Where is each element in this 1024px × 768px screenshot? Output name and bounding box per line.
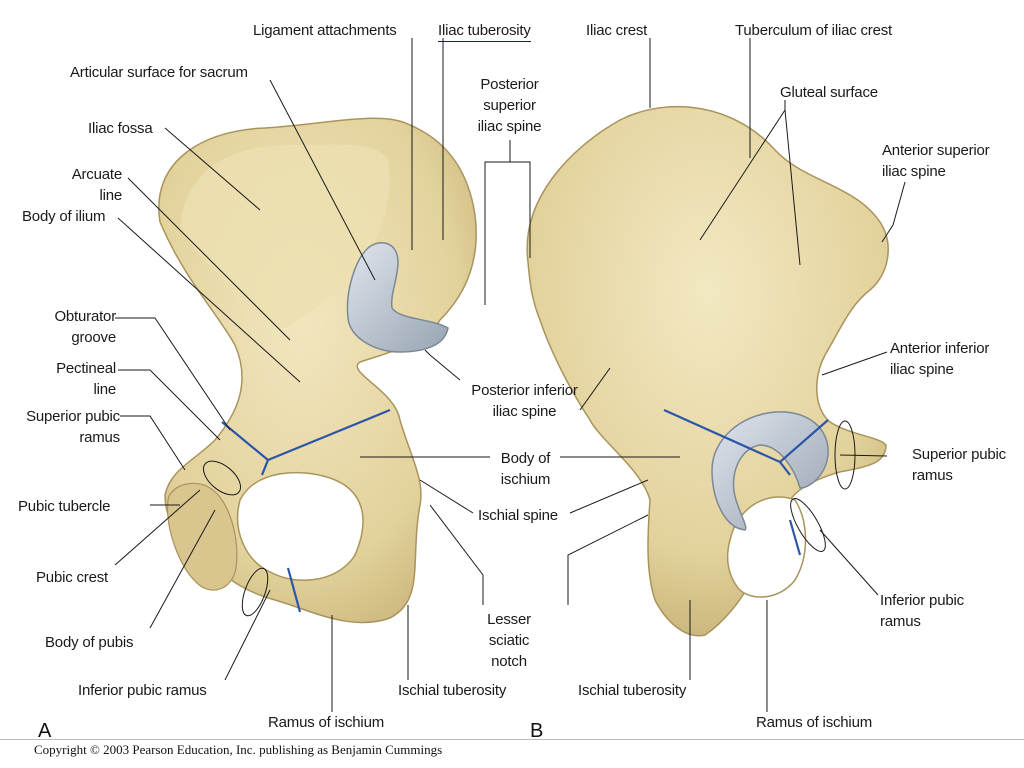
label-tuberculum-of-iliac-crest: Tuberculum of iliac crest — [735, 22, 892, 39]
label-ramus-of-ischium-a: Ramus of ischium — [268, 714, 385, 731]
label-obturator-groove: Obturator groove — [54, 308, 116, 346]
label-ligament-attachments: Ligament attachments — [253, 22, 397, 39]
label-posterior-inferior-iliac-spine: Posterior inferior iliac spine — [471, 382, 578, 420]
panel-letter-a: A — [38, 720, 52, 742]
junction-callouts — [202, 420, 856, 617]
label-arcuate-line: Arcuate line — [71, 166, 122, 204]
pubic-symphysis-face — [167, 482, 238, 591]
label-ischial-tuberosity-b: Ischial tuberosity — [578, 682, 687, 699]
copyright-notice: Copyright © 2003 Pearson Education, Inc.… — [0, 739, 1024, 768]
label-superior-pubic-ramus-a: Superior pubic ramus — [26, 408, 120, 446]
tri-radiate-line-a2 — [260, 459, 270, 476]
ischiopubic-line-b — [788, 519, 802, 556]
label-articular-surface-for-sacrum: Articular surface for sacrum — [70, 64, 248, 81]
label-superior-pubic-ramus-b: Superior pubic ramus — [912, 446, 1006, 484]
label-pectineal-line: Pectineal line — [56, 360, 116, 398]
obturator-foramen-b — [726, 496, 807, 598]
label-lesser-sciatic-notch: Lesser sciatic notch — [487, 611, 531, 670]
label-body-of-ischium: Body of ischium — [500, 450, 551, 488]
label-ischial-spine: Ischial spine — [478, 507, 558, 524]
label-iliac-tuberosity: Iliac tuberosity — [438, 20, 531, 42]
label-ischial-tuberosity-a: Ischial tuberosity — [398, 682, 507, 699]
leader-lines — [114, 38, 906, 712]
label-pubic-tubercle: Pubic tubercle — [18, 498, 111, 515]
hip-bone-medial-view — [158, 117, 477, 624]
iliac-fossa-shading — [180, 144, 390, 330]
ischiopubic-line-a — [286, 567, 302, 613]
label-anterior-inferior-iliac-spine: Anterior inferior iliac spine — [890, 340, 990, 378]
label-pubic-crest: Pubic crest — [36, 569, 108, 586]
label-gluteal-surface: Gluteal surface — [780, 84, 878, 101]
label-body-of-ilium: Body of ilium — [22, 208, 106, 225]
label-inferior-pubic-ramus-a: Inferior pubic ramus — [78, 682, 207, 699]
label-iliac-crest: Iliac crest — [586, 22, 648, 39]
label-ramus-of-ischium-b: Ramus of ischium — [756, 714, 873, 731]
label-body-of-pubis: Body of pubis — [45, 634, 134, 651]
label-iliac-fossa: Iliac fossa — [88, 120, 153, 137]
obturator-foramen-a — [236, 471, 364, 582]
panel-letter-b: B — [530, 720, 544, 742]
label-posterior-superior-iliac-spine: Posterior superior iliac spine — [477, 76, 542, 135]
acetabulum-lunate-surface — [711, 411, 829, 531]
label-inferior-pubic-ramus-b: Inferior pubic ramus — [880, 592, 964, 630]
label-anterior-superior-iliac-spine: Anterior superior iliac spine — [882, 142, 990, 180]
auricular-surface-a — [346, 242, 449, 353]
tri-radiate-line-b2 — [779, 461, 791, 476]
